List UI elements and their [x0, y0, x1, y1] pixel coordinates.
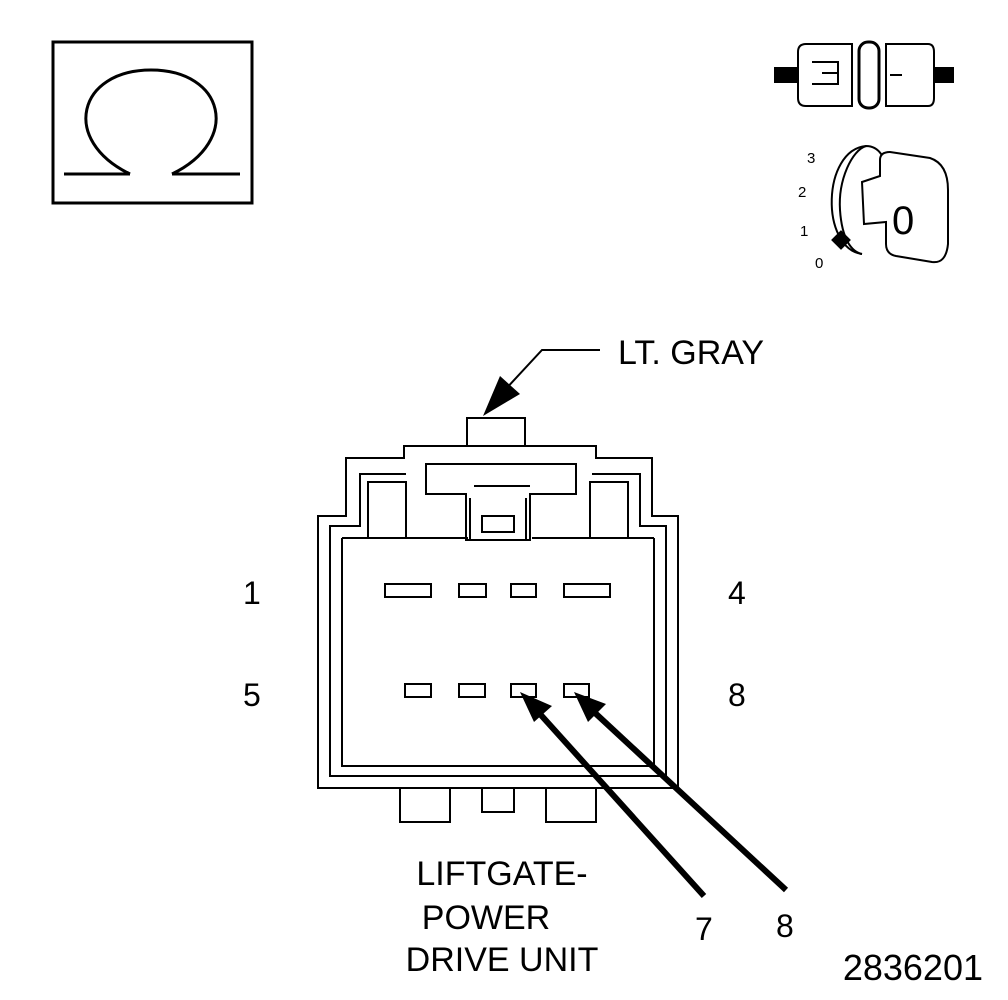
- cavity-pin-1: [384, 583, 432, 598]
- connector-name-line-2: POWER: [422, 899, 550, 937]
- ignition-position-0: 0: [815, 255, 823, 272]
- cavity-pin-5: [404, 683, 432, 698]
- cavity-pin-3: [510, 583, 537, 598]
- color-callout: LT. GRAY: [483, 334, 764, 416]
- figure-number: 2836201: [843, 947, 983, 988]
- ignition-key-off-icon: 3 2 1 0 0: [798, 144, 949, 272]
- pin-label-5: 5: [243, 677, 261, 713]
- disconnected-connector-icon: [774, 40, 954, 110]
- connector-color-label: LT. GRAY: [618, 334, 764, 372]
- callout-label-7: 7: [695, 911, 713, 947]
- pin-8-arrow: [574, 692, 789, 893]
- connector-name: LIFTGATE- POWER DRIVE UNIT: [406, 855, 599, 979]
- pin-label-8: 8: [728, 677, 746, 713]
- pin-7-arrow: [520, 692, 707, 899]
- ignition-position-3: 3: [807, 150, 815, 167]
- ignition-position-2: 2: [798, 184, 806, 201]
- cavity-pin-6: [458, 683, 486, 698]
- pin-label-4: 4: [728, 575, 746, 611]
- cavity-pin-4: [563, 583, 611, 598]
- ohmmeter-icon: [51, 40, 254, 205]
- connector-face: [317, 417, 679, 823]
- pin-cavities: [384, 583, 611, 698]
- pin-label-1: 1: [243, 575, 261, 611]
- connector-name-line-1: LIFTGATE-: [416, 855, 587, 893]
- callout-label-8: 8: [776, 908, 794, 944]
- cavity-pin-2: [458, 583, 487, 598]
- ignition-position-1: 1: [800, 223, 808, 240]
- ignition-key-label: 0: [892, 199, 914, 243]
- connector-name-line-3: DRIVE UNIT: [406, 941, 599, 979]
